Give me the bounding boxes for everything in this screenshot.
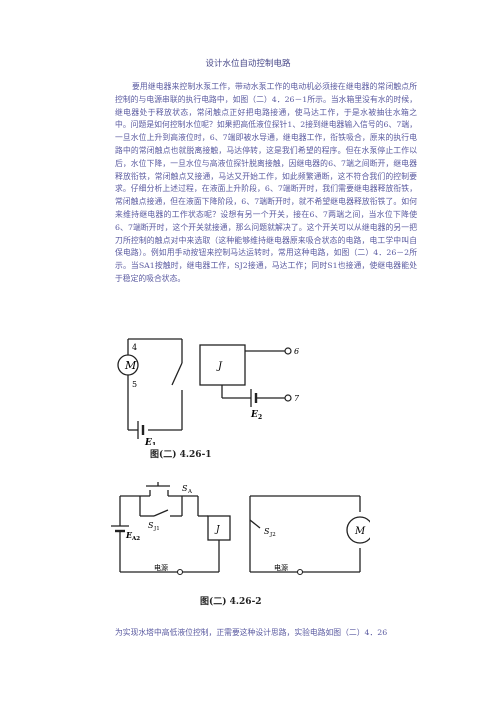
battery-label-e2: E: [250, 410, 258, 420]
body-paragraph: 要用继电器来控制水泵工作，带动水泵工作的电动机必须接在继电器的常闭触点所控制的与…: [115, 82, 417, 283]
sj1-blade: [153, 509, 169, 517]
figure-4-26-1: M 4 5 J 6 7 E 1 E 2: [110, 335, 330, 449]
switch-blade: [171, 362, 183, 386]
terminal-6: [284, 347, 292, 355]
footer-text: 为实现水塔中高低液位控制，正需要这种设计思路，实验电路如图（二）4．26: [115, 628, 388, 637]
ea2-sub: A2: [131, 536, 140, 542]
figure-caption-2: 图(二) 4.26-2: [200, 597, 262, 607]
motor-label-2: M: [354, 526, 366, 537]
motor-label: M: [124, 359, 137, 372]
power-terminal-left: [176, 568, 184, 576]
power-label-right: 电源: [274, 563, 288, 572]
terminal-7: [284, 394, 292, 402]
sj2-sub: J2: [269, 532, 276, 538]
battery-sub-e2: 2: [258, 414, 262, 421]
sa-label: S: [182, 484, 188, 493]
battery-label-e1: E: [144, 438, 152, 445]
relay-box: [199, 344, 246, 386]
document-title: 设计水位自动控制电路: [205, 59, 291, 69]
circuit-diagram-2: S A S J1 E A2 J S J2 M 电源 电源: [111, 482, 374, 576]
node-label-5: 5: [132, 380, 137, 389]
relay-label: J: [216, 361, 223, 372]
sa-sub: A: [187, 489, 193, 495]
sj1-label: S: [148, 521, 154, 530]
circuit-diagram-1: M 4 5 J 6 7 E 1 E 2: [117, 338, 300, 449]
terminal-label-7: 7: [294, 394, 300, 403]
power-terminal-right: [296, 568, 304, 576]
node-label-4: 4: [132, 343, 137, 352]
power-label-left: 电源: [154, 563, 168, 572]
sj1-sub: J1: [153, 526, 160, 532]
figure-caption-1: 图(二) 4.26-1: [150, 450, 212, 460]
relay-label-2: J: [214, 525, 221, 535]
terminal-label-6: 6: [294, 347, 299, 356]
ea2-label: E: [125, 530, 133, 540]
figure-4-26-2: S A S J1 E A2 J S J2 M 电源 电源: [110, 482, 374, 578]
sj2-label: S: [264, 527, 270, 536]
battery-sub-e1: 1: [152, 442, 156, 445]
